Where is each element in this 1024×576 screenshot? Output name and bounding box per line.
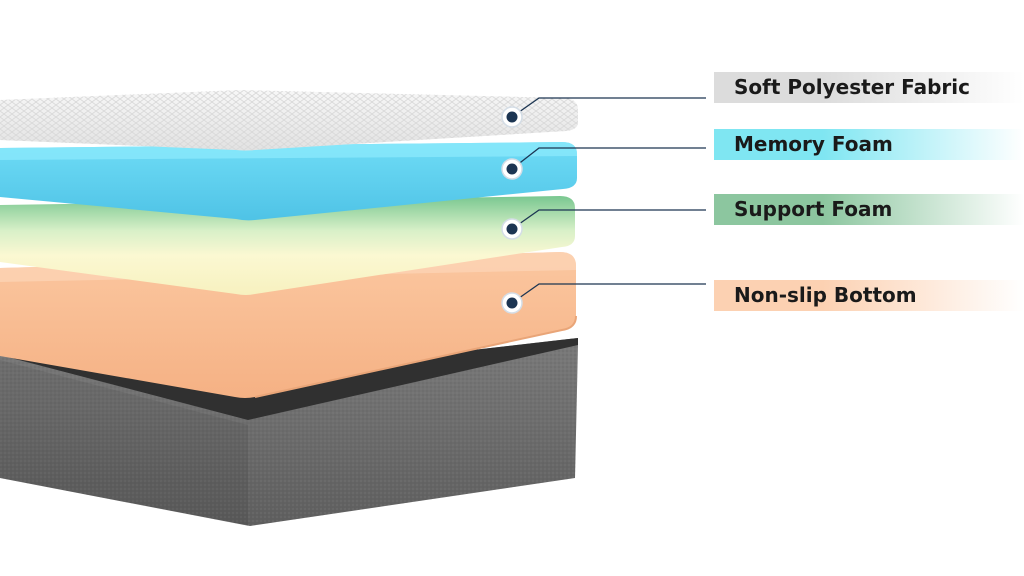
callout-lines (511, 97, 706, 304)
memory-foam-layer (0, 142, 577, 221)
marker-dot-support-foam (501, 218, 523, 240)
label-support-foam: Support Foam (714, 194, 1024, 225)
fabric-cover-layer (0, 90, 578, 151)
support-foam-layer (0, 196, 575, 295)
label-non-slip-bottom: Non-slip Bottom (714, 280, 1024, 311)
marker-dot-non-slip-bottom (501, 292, 523, 314)
label-memory-foam: Memory Foam (714, 129, 1024, 160)
grey-cover-layer (0, 338, 578, 526)
marker-dot-fabric (501, 106, 523, 128)
label-soft-polyester-fabric: Soft Polyester Fabric (714, 72, 1024, 103)
marker-dot-memory-foam (501, 158, 523, 180)
